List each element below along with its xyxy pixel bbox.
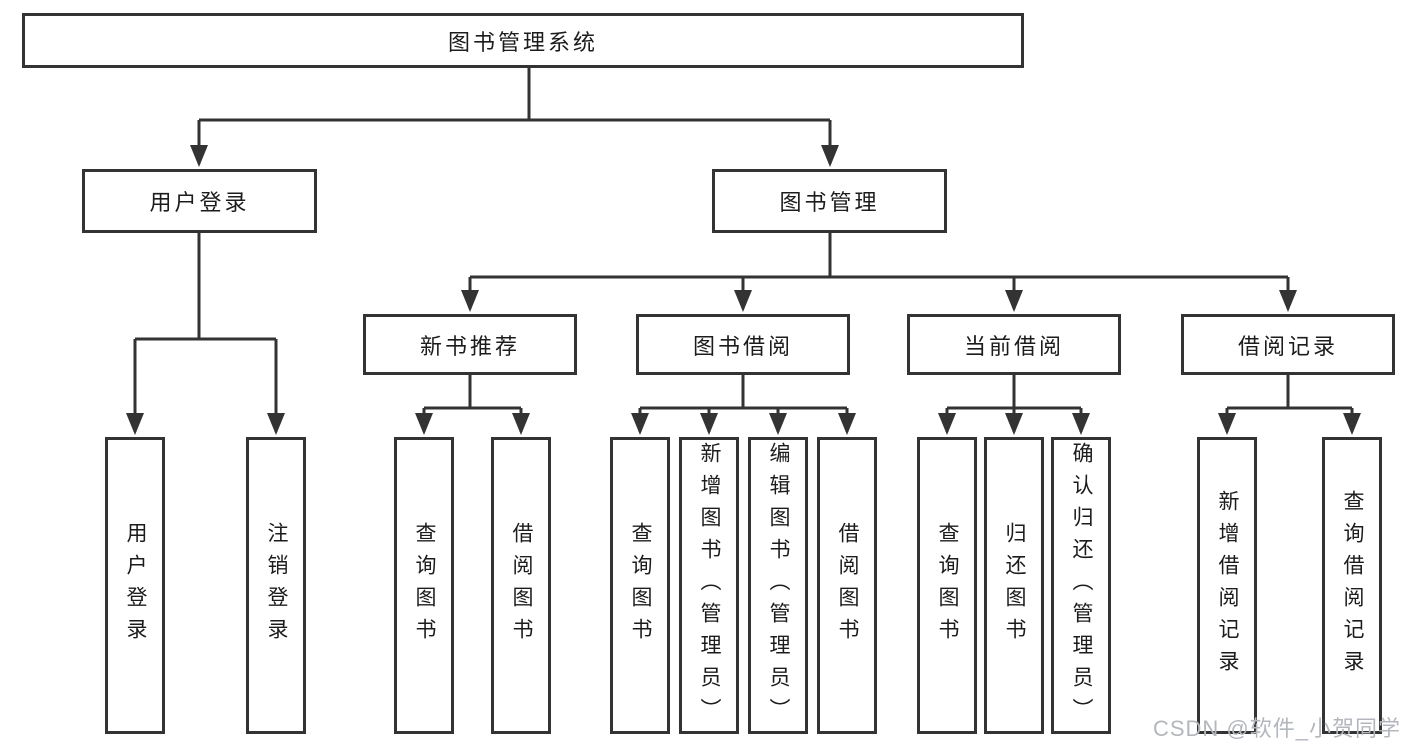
leaf-current-query-book: 查询图书 bbox=[917, 437, 977, 734]
leaf-query-borrow-record: 查询借阅记录 bbox=[1322, 437, 1382, 734]
leaf-return-book: 归还图书 bbox=[984, 437, 1044, 734]
node-user-login: 用户登录 bbox=[82, 169, 317, 233]
node-new-book-recommend: 新书推荐 bbox=[363, 314, 577, 375]
node-book-borrow: 图书借阅 bbox=[636, 314, 850, 375]
leaf-add-book-admin-label: 新增图书（管理员） bbox=[698, 441, 722, 730]
leaf-current-query-book-label: 查询图书 bbox=[936, 521, 960, 650]
leaf-borrow-book-label: 借阅图书 bbox=[836, 521, 860, 650]
leaf-borrow-book: 借阅图书 bbox=[817, 437, 877, 734]
leaf-logout: 注销登录 bbox=[246, 437, 306, 734]
leaf-confirm-return-admin-label: 确认归还（管理员） bbox=[1070, 441, 1094, 730]
node-borrow-records: 借阅记录 bbox=[1181, 314, 1395, 375]
node-current-borrow: 当前借阅 bbox=[907, 314, 1121, 375]
leaf-newbook-query-book: 查询图书 bbox=[394, 437, 454, 734]
leaf-add-borrow-record-label: 新增借阅记录 bbox=[1216, 489, 1240, 682]
node-root-system: 图书管理系统 bbox=[22, 13, 1024, 68]
node-book-management: 图书管理 bbox=[712, 169, 947, 233]
leaf-newbook-borrow-book: 借阅图书 bbox=[491, 437, 551, 734]
leaf-newbook-query-book-label: 查询图书 bbox=[413, 521, 437, 650]
leaf-logout-label: 注销登录 bbox=[265, 521, 289, 650]
leaf-user-login-label: 用户登录 bbox=[124, 521, 148, 650]
leaf-add-book-admin: 新增图书（管理员） bbox=[679, 437, 739, 734]
leaf-edit-book-admin: 编辑图书（管理员） bbox=[748, 437, 808, 734]
leaf-query-borrow-record-label: 查询借阅记录 bbox=[1341, 489, 1365, 682]
leaf-borrow-query-book-label: 查询图书 bbox=[629, 521, 653, 650]
leaf-return-book-label: 归还图书 bbox=[1003, 521, 1027, 650]
leaf-newbook-borrow-book-label: 借阅图书 bbox=[510, 521, 534, 650]
leaf-edit-book-admin-label: 编辑图书（管理员） bbox=[767, 441, 791, 730]
csdn-watermark: CSDN @软件_小贺同学 bbox=[1152, 716, 1401, 741]
leaf-borrow-query-book: 查询图书 bbox=[610, 437, 670, 734]
leaf-add-borrow-record: 新增借阅记录 bbox=[1197, 437, 1257, 734]
leaf-confirm-return-admin: 确认归还（管理员） bbox=[1051, 437, 1111, 734]
leaf-user-login: 用户登录 bbox=[105, 437, 165, 734]
